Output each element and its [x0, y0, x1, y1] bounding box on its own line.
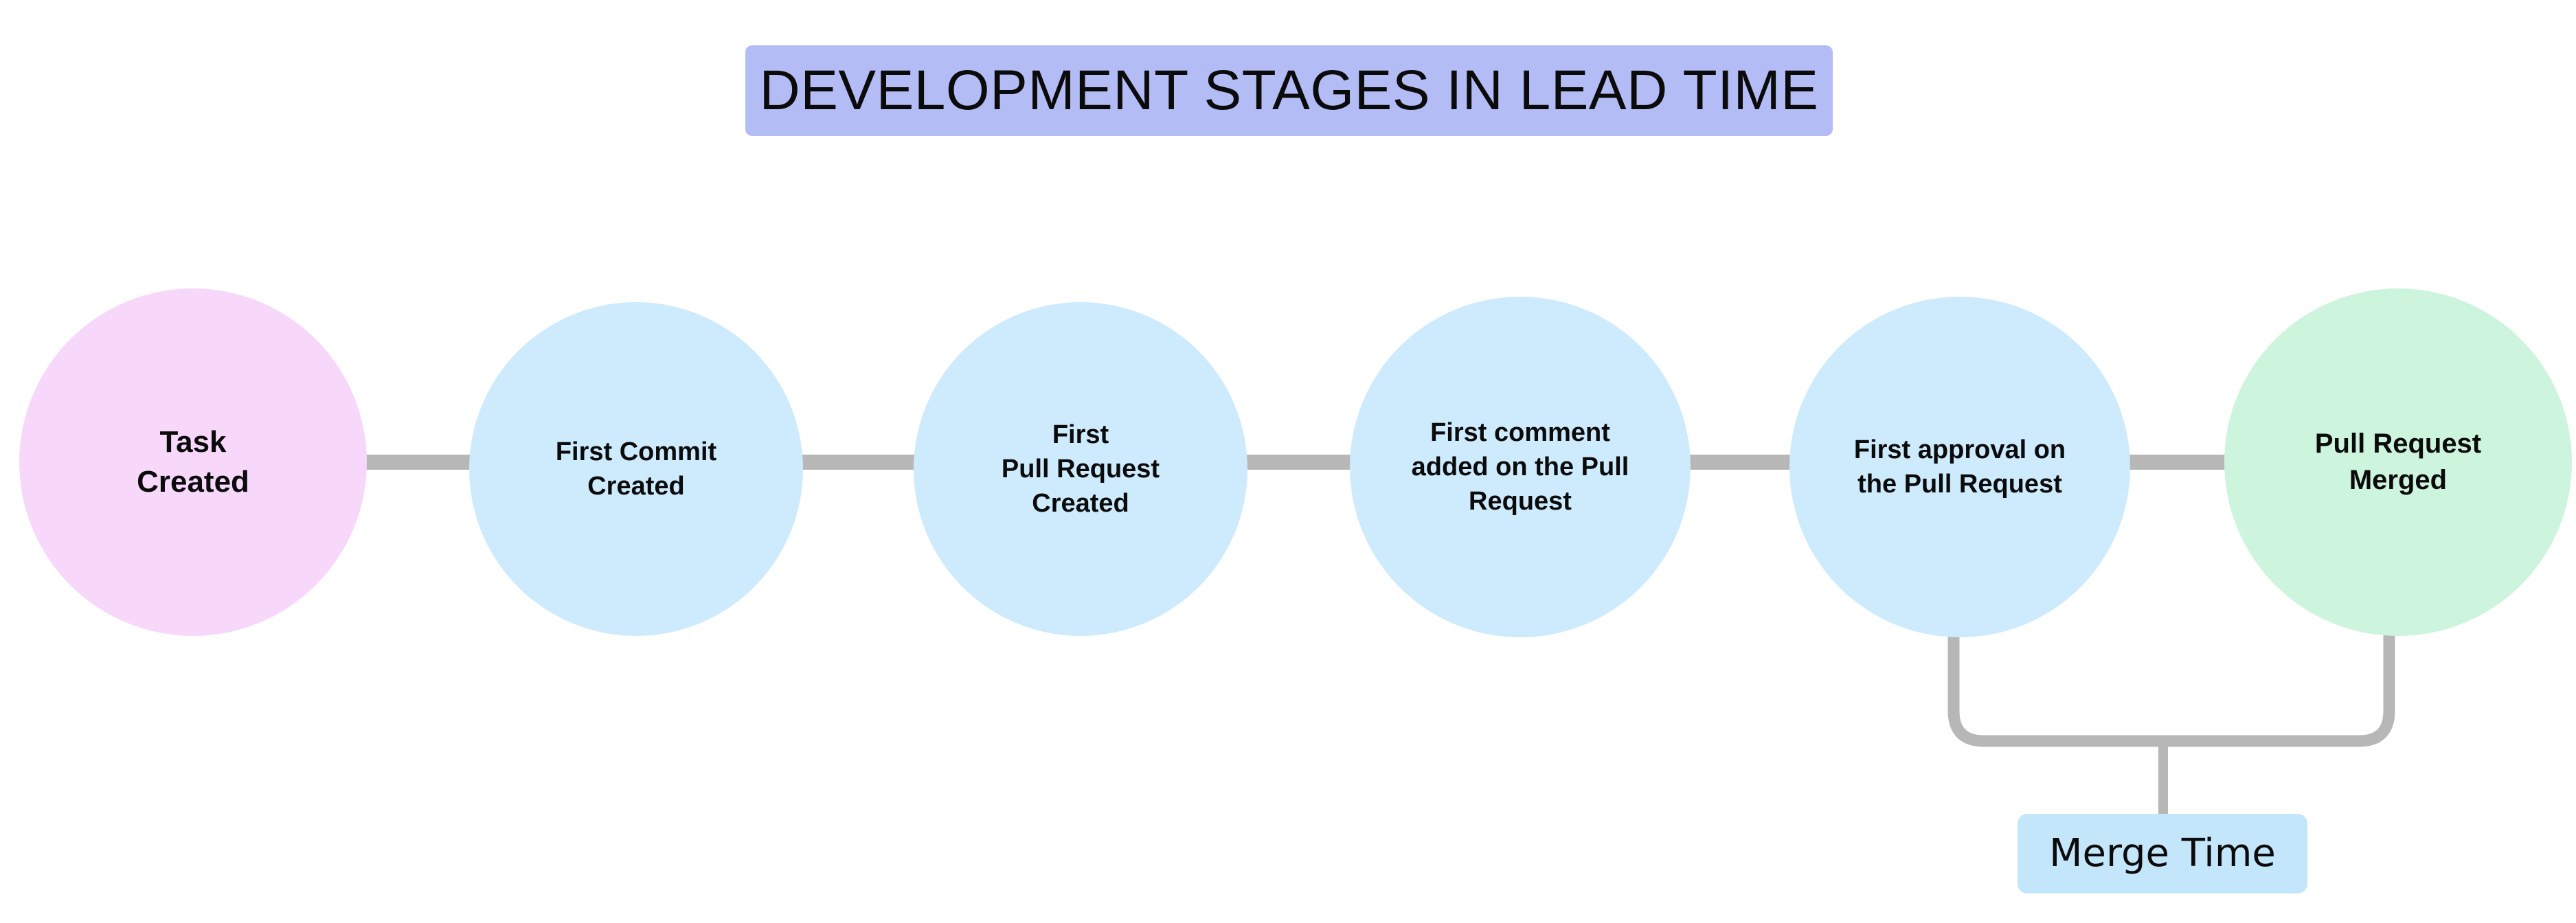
- stage-node-first-comment[interactable]: First comment added on the Pull Request: [1350, 297, 1691, 637]
- stage-label: First Pull Request Created: [1001, 420, 1160, 519]
- stage-label: Task Created: [137, 424, 249, 499]
- page-title: DEVELOPMENT STAGES IN LEAD TIME: [759, 59, 1819, 122]
- stage-node-first-approval[interactable]: First approval on the Pull Request: [1789, 297, 2130, 637]
- bracket-path: [1947, 615, 2395, 747]
- merge-time-label: Merge Time: [2049, 831, 2276, 876]
- connector-first-pr-to-first-comment: [1228, 455, 1369, 470]
- stage-node-first-pull-request[interactable]: First Pull Request Created: [914, 302, 1247, 636]
- connector-first-approval-to-pr-merged: [2110, 455, 2244, 470]
- stage-label: First approval on the Pull Request: [1853, 435, 2066, 499]
- stage-label: Pull Request Merged: [2314, 429, 2482, 495]
- stage-node-first-commit[interactable]: First Commit Created: [469, 302, 803, 636]
- connector-first-commit-to-first-pr: [783, 455, 934, 470]
- stage-label: First Commit Created: [555, 437, 717, 501]
- merge-time-chip[interactable]: Merge Time: [2018, 814, 2307, 893]
- stage-node-pull-request-merged[interactable]: Pull Request Merged: [2224, 288, 2572, 636]
- stage-node-task-created[interactable]: Task Created: [19, 288, 367, 636]
- connector-task-created-to-first-commit: [343, 455, 495, 470]
- stage-label: First comment added on the Pull Request: [1411, 418, 1629, 516]
- diagram-title-banner: DEVELOPMENT STAGES IN LEAD TIME: [745, 45, 1833, 136]
- connector-first-comment-to-first-approval: [1671, 455, 1808, 470]
